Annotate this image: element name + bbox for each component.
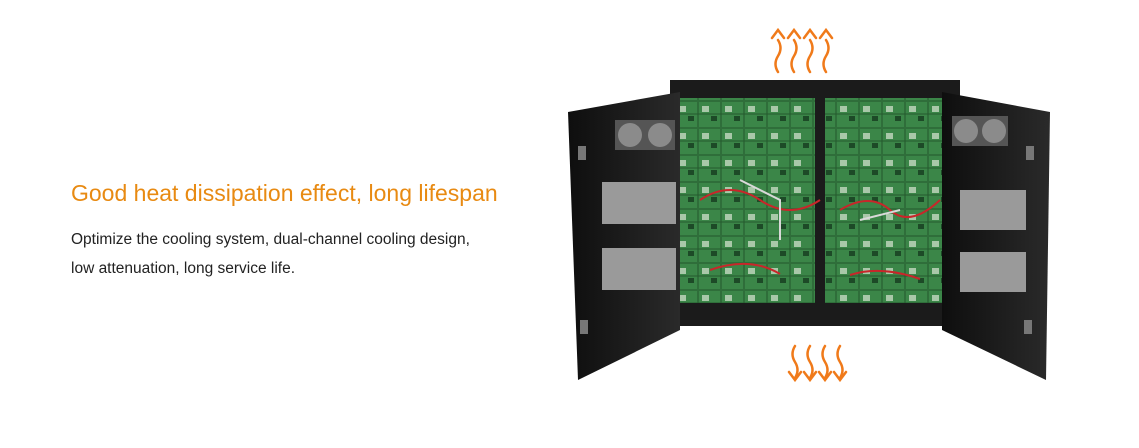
cabinet-door-left <box>568 92 680 380</box>
power-supply-left-1 <box>602 182 676 224</box>
power-supply-right-2 <box>960 252 1026 292</box>
led-cabinet-svg <box>568 27 1050 383</box>
feature-headline: Good heat dissipation effect, long lifes… <box>71 180 498 206</box>
led-module-panel-left <box>680 98 815 303</box>
feature-description: Optimize the cooling system, dual-channe… <box>71 225 551 283</box>
led-cabinet-illustration <box>560 20 1060 390</box>
cooling-fan-icon <box>615 120 675 150</box>
cabinet-door-right <box>942 92 1050 380</box>
airflow-in-arrows-icon <box>787 344 848 383</box>
heat-up-arrows-icon <box>770 27 834 74</box>
power-supply-right-1 <box>960 190 1026 230</box>
feature-text-block: Good heat dissipation effect, long lifes… <box>71 178 551 283</box>
description-line-1: Optimize the cooling system, dual-channe… <box>71 231 470 248</box>
description-line-2: low attenuation, long service life. <box>71 260 296 277</box>
led-module-panel-right <box>825 98 948 303</box>
power-supply-left-2 <box>602 248 676 290</box>
cooling-fan-icon <box>952 116 1008 146</box>
